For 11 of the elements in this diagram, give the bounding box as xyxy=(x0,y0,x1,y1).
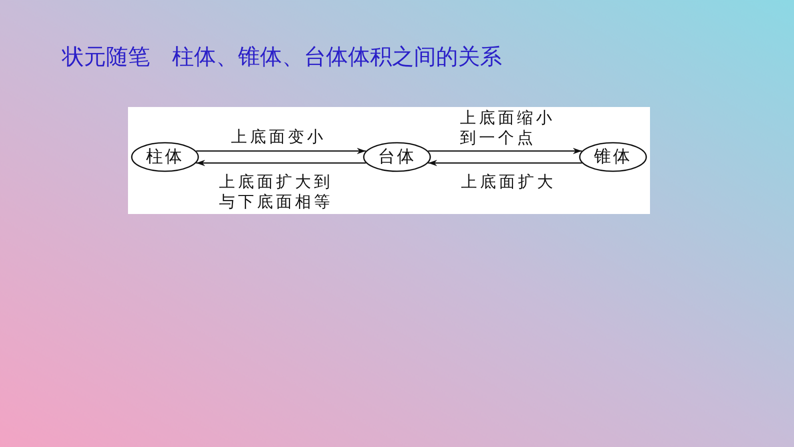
title: 状元随笔 柱体、锥体、台体体积之间的关系 xyxy=(62,44,502,72)
arrow xyxy=(196,148,366,154)
arrow xyxy=(428,160,582,166)
ellipse-node xyxy=(363,142,431,172)
ellipse-node xyxy=(131,142,199,172)
arrow xyxy=(196,160,366,166)
arrow xyxy=(428,148,582,154)
node-label: 柱体 xyxy=(145,147,185,167)
node-label: 台体 xyxy=(377,147,417,167)
ellipse-node xyxy=(579,142,647,172)
node-label: 锥体 xyxy=(593,147,633,167)
